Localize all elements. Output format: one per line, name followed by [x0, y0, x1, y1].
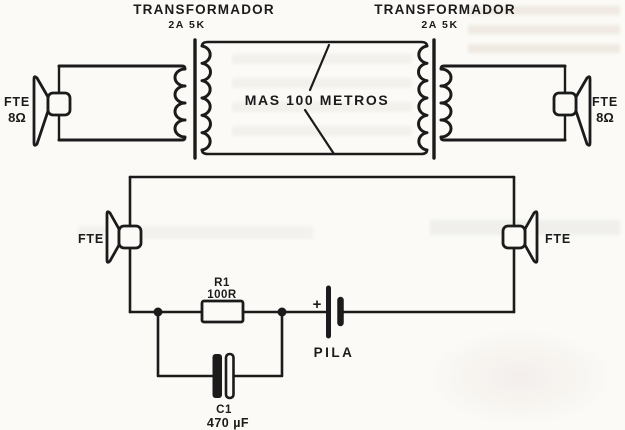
wire — [156, 310, 214, 378]
speaker-top-right-impedance: 8Ω — [596, 110, 614, 125]
cable-wire-top — [200, 40, 429, 48]
speaker-horn — [105, 210, 121, 264]
speaker-top-right-label: FTE — [592, 95, 618, 109]
transformer-left-rating: 2A 5K — [168, 19, 205, 31]
battery-polarity-label: + — [313, 296, 322, 313]
speaker-bottom-right-label: FTE — [545, 232, 571, 246]
capacitor-value-label: 470 µF — [207, 416, 249, 430]
capacitor-plate-outline — [224, 352, 235, 400]
capacitor-plate-solid — [212, 354, 222, 398]
speaker-top-left-impedance: 8Ω — [8, 110, 26, 125]
cable-break-mark — [303, 108, 336, 156]
cable-length-label: MAS 100 METROS — [245, 92, 390, 108]
capacitor-ref-label: C1 — [216, 404, 232, 416]
speaker-horn — [32, 75, 50, 147]
resistor-body — [200, 299, 245, 324]
resistor-ref-label: R1 — [214, 277, 230, 289]
speaker-top-left-label: FTE — [4, 95, 30, 109]
transformer-left-secondary-winding — [200, 44, 212, 152]
speaker-driver — [46, 91, 72, 117]
wire — [231, 310, 284, 378]
transformer-left-primary-winding — [57, 64, 187, 142]
labels: TRANSFORMADOR 2A 5K TRANSFORMADOR 2A 5K … — [4, 2, 618, 430]
transformer-right-secondary-winding — [439, 64, 567, 142]
transformer-right-title: TRANSFORMADOR — [374, 2, 516, 17]
resistor-value-label: 100R — [207, 289, 237, 301]
cable-wire-bottom — [200, 148, 429, 156]
battery-label: PILA — [314, 345, 355, 360]
speaker-driver — [501, 224, 527, 250]
speaker-horn — [523, 210, 539, 264]
transformer-left-title: TRANSFORMADOR — [133, 2, 275, 17]
transformer-right-primary-winding — [417, 44, 429, 152]
bottom-circuit — [105, 175, 539, 400]
top-circuit — [32, 38, 592, 160]
speaker-driver — [117, 224, 143, 250]
speaker-bottom-left-label: FTE — [78, 232, 104, 246]
speaker-horn — [574, 75, 592, 147]
transformer-right-rating: 2A 5K — [421, 19, 458, 31]
speaker-driver — [552, 91, 578, 117]
cable-break-mark — [308, 43, 331, 92]
